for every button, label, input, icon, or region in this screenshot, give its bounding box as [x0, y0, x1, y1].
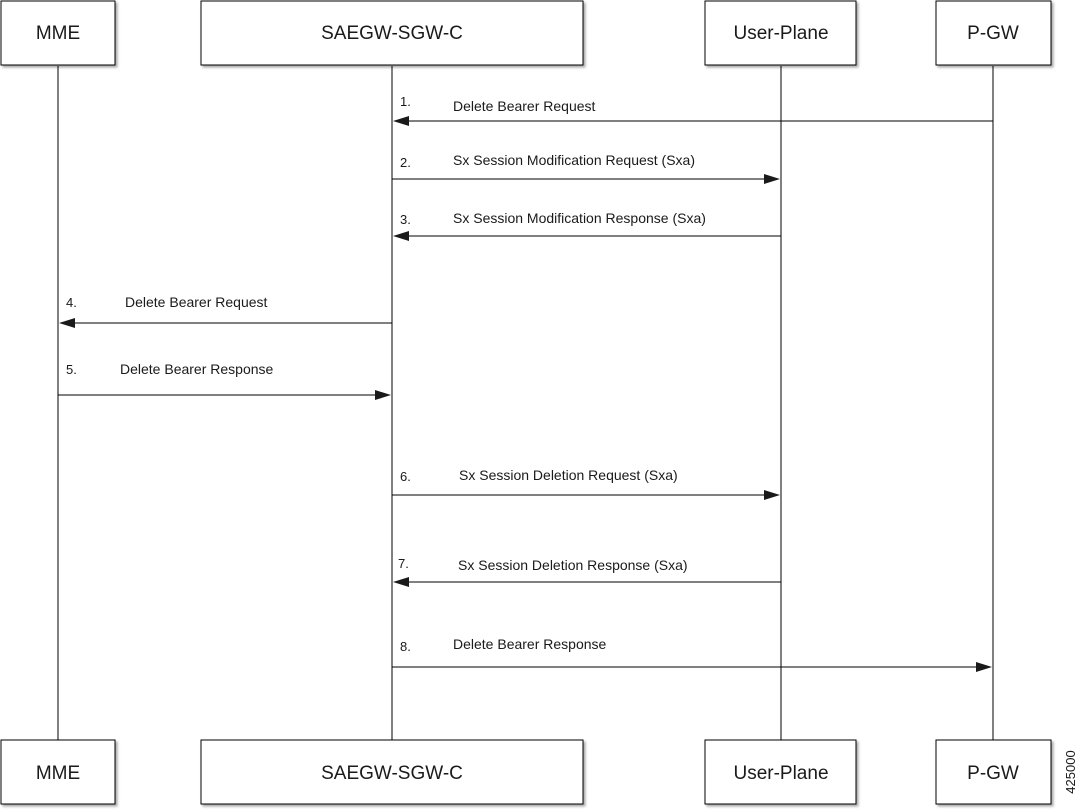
arrowhead-left-icon	[393, 577, 409, 587]
message-number: 5.	[66, 362, 77, 377]
arrowhead-right-icon	[764, 490, 780, 500]
participant-label: P-GW	[967, 763, 1019, 784]
participant-label: MME	[36, 23, 80, 44]
participant-label: User-Plane	[733, 23, 828, 44]
participant-label: MME	[36, 763, 80, 784]
message-6: 6. Sx Session Deletion Request (Sxa)	[392, 467, 780, 500]
message-number: 3.	[400, 212, 411, 227]
arrowhead-right-icon	[976, 662, 992, 672]
participant-top-user-plane: User-Plane	[704, 0, 857, 66]
message-8: 8. Delete Bearer Response	[392, 636, 992, 672]
participant-top-mme: MME	[0, 0, 116, 66]
message-number: 2.	[400, 155, 411, 170]
message-1: 1. Delete Bearer Request	[393, 94, 993, 126]
message-2: 2. Sx Session Modification Request (Sxa)	[392, 152, 780, 184]
message-3: 3. Sx Session Modification Response (Sxa…	[393, 210, 781, 241]
arrowhead-right-icon	[764, 174, 780, 184]
arrowhead-left-icon	[393, 116, 409, 126]
message-label: Delete Bearer Response	[453, 636, 607, 652]
figure-id: 425000	[1063, 750, 1078, 793]
arrowhead-left-icon	[59, 318, 75, 328]
participant-label: User-Plane	[733, 763, 828, 784]
message-number: 7.	[398, 556, 409, 571]
message-5: 5. Delete Bearer Response	[58, 361, 391, 400]
message-label: Sx Session Modification Request (Sxa)	[453, 152, 695, 168]
participant-top-sgwc: SAEGW-SGW-C	[200, 0, 584, 66]
message-label: Sx Session Deletion Request (Sxa)	[459, 467, 678, 483]
participant-bottom-user-plane: User-Plane	[704, 739, 857, 805]
message-7: 7. Sx Session Deletion Response (Sxa)	[393, 556, 781, 587]
message-label: Sx Session Deletion Response (Sxa)	[458, 557, 688, 573]
participant-label: SAEGW-SGW-C	[321, 763, 463, 784]
message-4: 4. Delete Bearer Request	[59, 294, 392, 328]
arrowhead-right-icon	[375, 390, 391, 400]
arrowhead-left-icon	[393, 231, 409, 241]
message-label: Delete Bearer Request	[453, 98, 596, 114]
participant-label: P-GW	[967, 23, 1019, 44]
message-number: 6.	[400, 469, 411, 484]
message-number: 8.	[400, 639, 411, 654]
message-number: 4.	[66, 295, 77, 310]
message-label: Delete Bearer Request	[125, 294, 268, 310]
participant-bottom-sgwc: SAEGW-SGW-C	[200, 739, 584, 805]
participant-top-pgw: P-GW	[935, 0, 1052, 66]
participant-label: SAEGW-SGW-C	[321, 23, 463, 44]
participant-bottom-pgw: P-GW	[935, 739, 1052, 805]
participant-bottom-mme: MME	[0, 739, 116, 805]
message-label: Sx Session Modification Response (Sxa)	[453, 210, 706, 226]
message-label: Delete Bearer Response	[120, 361, 274, 377]
message-number: 1.	[400, 94, 411, 109]
